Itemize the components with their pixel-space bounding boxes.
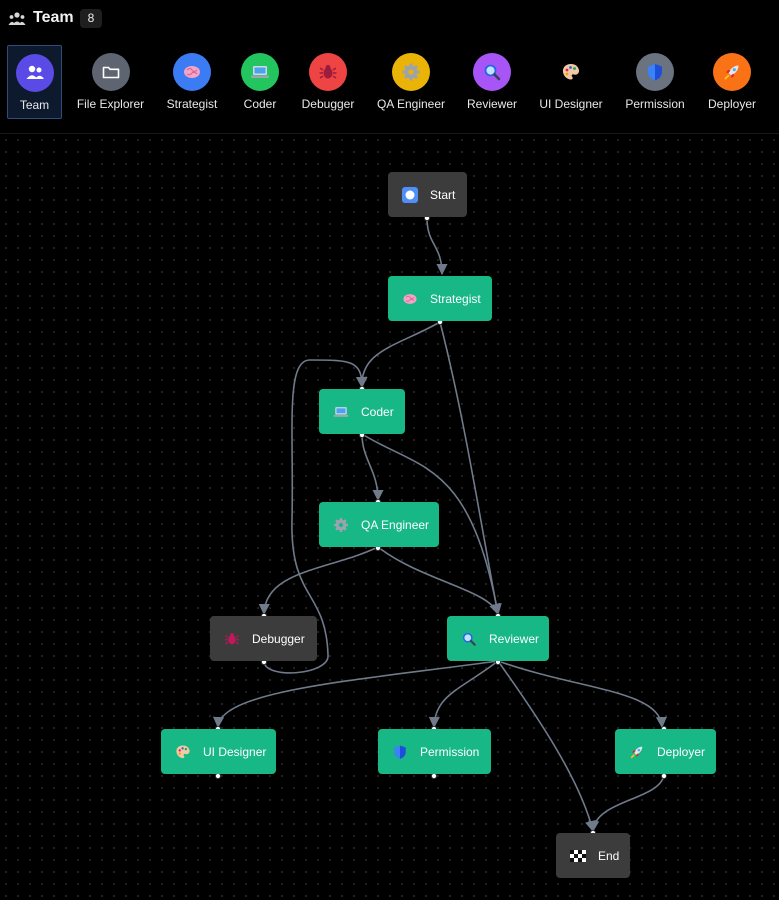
rocket-icon <box>628 743 646 761</box>
agent-label: Debugger <box>301 97 355 111</box>
agent-label: Permission <box>625 97 685 111</box>
agent-label: Team <box>19 98 50 112</box>
agent-label: Strategist <box>166 97 218 111</box>
node-label: Permission <box>420 744 480 759</box>
header: Team 8 <box>0 0 779 38</box>
agent-coder[interactable]: Coder <box>238 45 282 119</box>
stop-square-icon <box>401 186 419 204</box>
bug-icon <box>223 630 241 648</box>
agent-count-badge: 8 <box>80 9 102 28</box>
brain-icon <box>401 290 419 308</box>
node-strategist[interactable]: Strategist <box>388 276 492 321</box>
node-label: Coder <box>361 404 394 419</box>
agent-permission[interactable]: Permission <box>621 45 689 119</box>
team-icon <box>8 12 26 25</box>
agent-bar: Team File Explorer Strategist Coder <box>0 40 779 128</box>
magnifier-icon <box>460 630 478 648</box>
node-label: Start <box>430 187 456 202</box>
node-label: Deployer <box>657 744 706 759</box>
agent-file-explorer[interactable]: File Explorer <box>73 45 148 119</box>
page-title: Team <box>33 9 74 26</box>
palette-icon <box>174 743 192 761</box>
divider <box>0 133 779 134</box>
gear-icon <box>332 516 350 534</box>
node-ui-designer[interactable]: UI Designer <box>161 729 276 774</box>
team-icon <box>15 54 54 92</box>
magnifier-icon <box>473 53 511 91</box>
node-reviewer[interactable]: Reviewer <box>447 616 549 661</box>
node-start[interactable]: Start <box>388 172 467 217</box>
gear-icon <box>392 53 430 91</box>
agent-label: Deployer <box>707 97 757 111</box>
node-coder[interactable]: Coder <box>319 389 405 434</box>
node-deployer[interactable]: Deployer <box>615 729 716 774</box>
palette-icon <box>552 53 590 91</box>
agent-ui-designer[interactable]: UI Designer <box>535 45 607 119</box>
folder-icon <box>91 53 130 91</box>
shield-icon <box>391 743 409 761</box>
node-label: UI Designer <box>203 744 267 759</box>
agent-label: Reviewer <box>466 97 517 111</box>
node-qa-engineer[interactable]: QA Engineer <box>319 502 439 547</box>
node-label: QA Engineer <box>361 517 430 532</box>
agent-label: QA Engineer <box>376 97 446 111</box>
shield-icon <box>636 53 674 91</box>
node-debugger[interactable]: Debugger <box>210 616 317 661</box>
laptop-icon <box>241 53 279 91</box>
brain-icon <box>173 53 211 91</box>
laptop-icon <box>332 403 350 421</box>
agent-label: File Explorer <box>76 97 145 111</box>
node-label: Reviewer <box>489 631 540 646</box>
node-label: End <box>598 848 620 863</box>
bug-icon <box>309 53 347 91</box>
checkered-flag-icon <box>569 847 587 865</box>
node-end[interactable]: End <box>556 833 630 878</box>
agent-label: UI Designer <box>539 97 603 111</box>
agent-debugger[interactable]: Debugger <box>297 45 359 119</box>
agent-strategist[interactable]: Strategist <box>161 45 223 119</box>
node-label: Strategist <box>430 291 481 306</box>
agent-reviewer[interactable]: Reviewer <box>463 45 521 119</box>
agent-label: Coder <box>243 97 277 111</box>
node-label: Debugger <box>252 631 305 646</box>
agent-deployer[interactable]: Deployer <box>703 45 761 119</box>
node-permission[interactable]: Permission <box>378 729 491 774</box>
agent-team[interactable]: Team <box>7 45 62 119</box>
agent-qa-engineer[interactable]: QA Engineer <box>374 45 448 119</box>
rocket-icon <box>713 53 751 91</box>
